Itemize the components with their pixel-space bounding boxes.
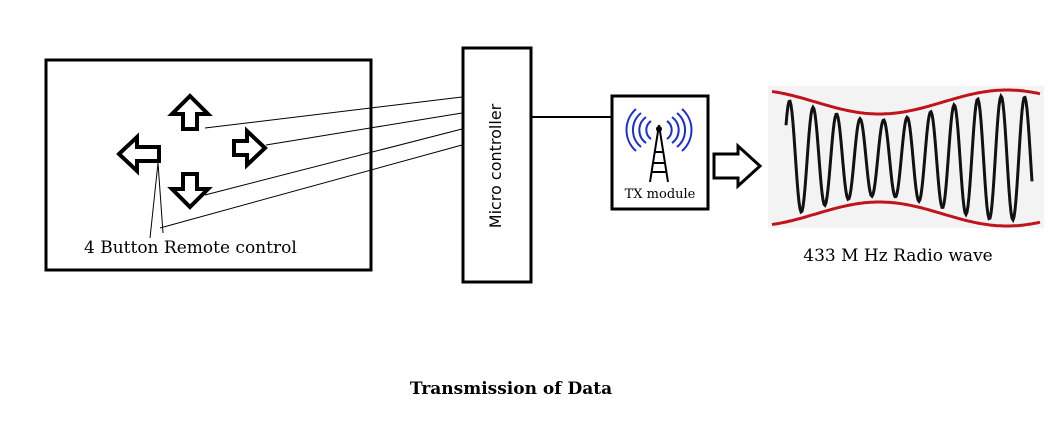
up-arrow-icon (167, 93, 213, 131)
microcontroller-box (461, 46, 533, 284)
antenna-icon (625, 108, 693, 183)
wire-left (159, 144, 463, 229)
diagram-caption: Transmission of Data (410, 379, 612, 399)
left-arrow-leader-2 (157, 162, 164, 234)
left-arrow-icon (116, 132, 161, 176)
left-arrow-leader (149, 162, 159, 239)
remote-label: 4 Button Remote control (84, 238, 297, 258)
transmit-arrow-icon (712, 142, 763, 190)
wire-right (265, 112, 463, 146)
microcontroller-label: Micro controller (486, 103, 505, 228)
wire-up (204, 96, 463, 129)
wave-carrier (784, 92, 1034, 224)
remote-control-box (44, 58, 373, 272)
wave-envelope-bottom (771, 200, 1041, 228)
wire-down (204, 128, 463, 196)
right-arrow-icon (232, 126, 268, 170)
wave-envelope-top (771, 88, 1041, 116)
down-arrow-icon (167, 172, 213, 210)
tx-module-box (610, 94, 710, 211)
radio-wave-label: 433 M Hz Radio wave (803, 246, 992, 266)
radio-wave-graphic (768, 86, 1044, 228)
tx-module-label: TX module (625, 187, 696, 202)
